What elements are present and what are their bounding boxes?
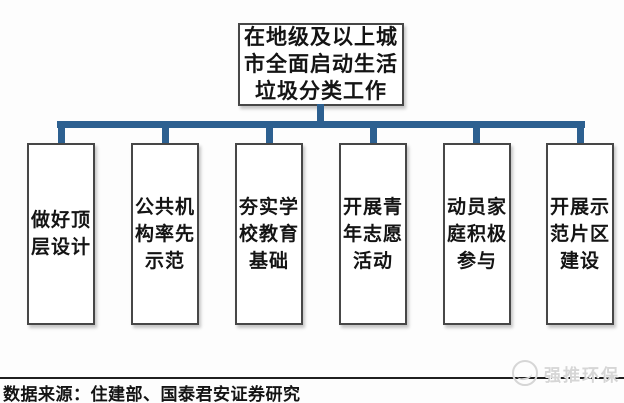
child-node-school-education: 夯实学 校教育 基础 [235,143,303,325]
node-text: 做好顶 [30,210,91,231]
node-text: 公共机 [134,196,195,218]
connector-horizontal [57,121,585,128]
connector-stub [266,126,273,144]
node-text: 构率先 [134,223,195,245]
child-node-family-participation: 动员家 庭积极 参与 [443,143,511,325]
node-text: 夯实学 [238,196,299,218]
connector-stub [58,126,65,144]
child-node-top-level-design: 做好顶 层设计 [27,143,95,325]
child-node-demonstration-zone: 开展示 范片区 建设 [546,143,614,325]
watermark: 强推环保 [512,360,620,386]
node-text: 动员家 [446,196,507,218]
node-text: 庭积极 [446,223,507,245]
node-text: 开展示 [549,196,610,218]
child-node-youth-volunteer: 开展青 年志愿 活动 [339,143,407,325]
node-text: 校教育 [238,223,299,245]
connector-root-stub [317,104,324,123]
node-text: 基础 [248,250,289,272]
node-text: 示范 [144,250,185,272]
node-text: 年志愿 [342,223,403,245]
connector-stub [577,126,584,144]
watermark-label: 强推环保 [544,365,620,385]
connector-stub [162,126,169,144]
node-text: 参与 [456,250,497,272]
connector-stub [370,126,377,144]
connector-stub [473,126,480,144]
root-node-text: 市全面启动生活 [244,52,398,76]
circle-swoosh-logo-icon [512,360,538,386]
root-node-text: 在地级及以上城 [244,25,398,49]
child-node-public-institutions: 公共机 构率先 示范 [131,143,199,325]
footer-divider [0,377,624,379]
node-text: 建设 [559,250,600,272]
data-source-label: 数据来源：住建部、国泰君安证券研究 [3,385,301,403]
root-node: 在地级及以上城 市全面启动生活 垃圾分类工作 [238,23,404,106]
node-text: 层设计 [30,237,91,258]
node-text: 开展青 [342,196,403,218]
root-node-text: 垃圾分类工作 [255,79,387,103]
node-text: 范片区 [549,223,610,245]
node-text: 活动 [352,250,393,272]
